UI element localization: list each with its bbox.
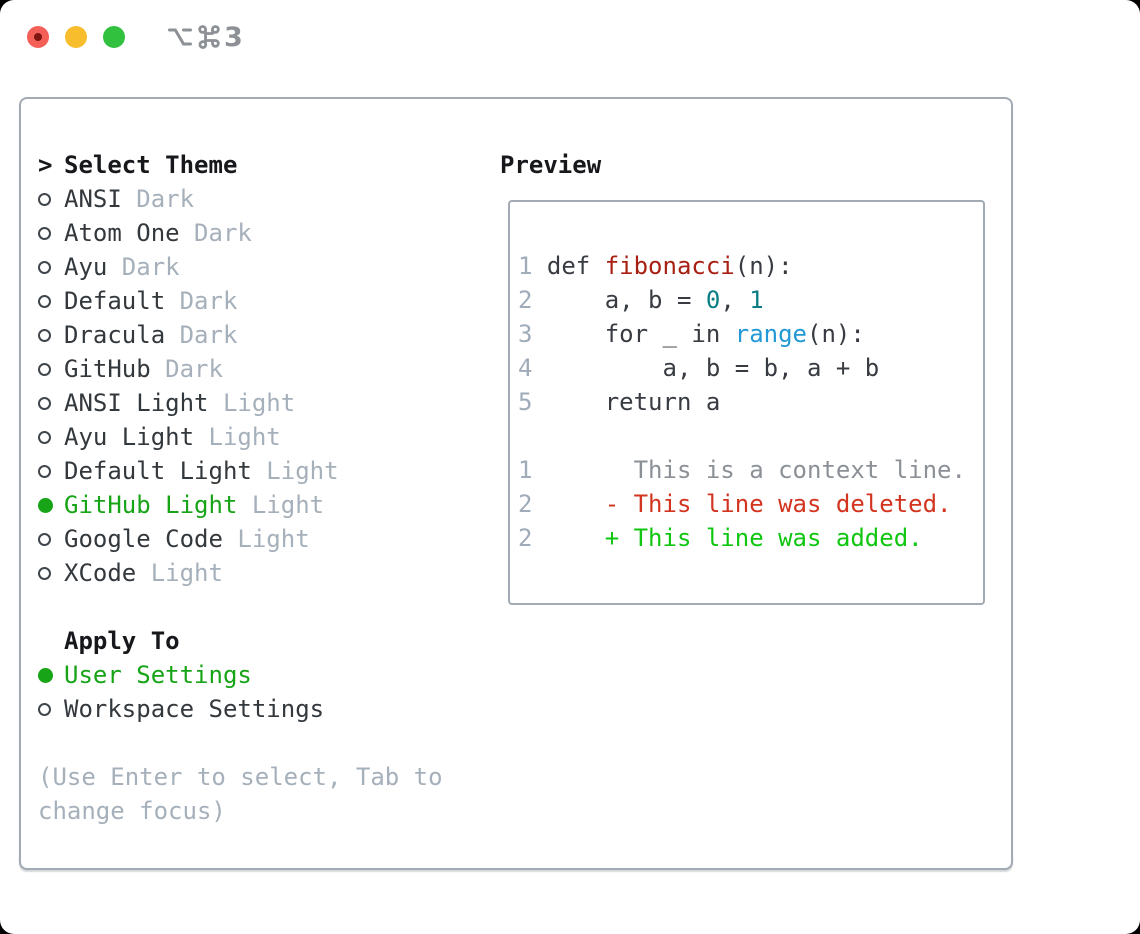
modified-dot-icon bbox=[34, 33, 42, 41]
theme-option[interactable]: Google Code Light bbox=[38, 522, 470, 556]
code-line: 5 return a bbox=[518, 388, 721, 416]
window-title-shortcut: 3 bbox=[166, 21, 243, 53]
radio-circle-icon bbox=[38, 352, 64, 386]
option-variant: Dark bbox=[107, 253, 180, 281]
radio-circle-icon bbox=[38, 216, 64, 250]
radio-circle-icon bbox=[38, 522, 64, 556]
option-label: ANSI bbox=[64, 185, 122, 213]
theme-option[interactable]: GitHub Dark bbox=[38, 352, 470, 386]
option-variant: Dark bbox=[121, 185, 195, 213]
theme-option[interactable]: Ayu Dark bbox=[38, 250, 470, 284]
theme-option[interactable]: GitHub Light Light bbox=[38, 488, 470, 522]
code-line: 2 + This line was added. bbox=[518, 524, 923, 552]
radio-circle-icon bbox=[38, 284, 64, 318]
zoom-button[interactable] bbox=[103, 26, 125, 48]
shortcut-number: 3 bbox=[224, 21, 243, 53]
code-line: 1 This is a context line. bbox=[518, 456, 966, 484]
preview-pane: 1 def fibonacci(n): 2 a, b = 0, 1 3 for _ … bbox=[508, 200, 985, 605]
theme-option[interactable]: ANSI Light Light bbox=[38, 386, 470, 420]
option-variant: Dark bbox=[165, 321, 238, 349]
option-variant: Light bbox=[222, 525, 310, 553]
apply-to-title: Apply To bbox=[64, 627, 180, 655]
select-theme-title: Select Theme bbox=[64, 151, 238, 179]
apply-to-header: Apply To bbox=[38, 624, 470, 658]
theme-option[interactable]: Dracula Dark bbox=[38, 318, 470, 352]
option-key-icon bbox=[166, 23, 194, 51]
theme-option[interactable]: XCode Light bbox=[38, 556, 470, 590]
radio-circle-icon bbox=[38, 250, 64, 284]
option-variant: Light bbox=[208, 389, 296, 417]
apply-option[interactable]: User Settings bbox=[38, 658, 470, 692]
option-label: GitHub bbox=[64, 355, 151, 383]
section-gap bbox=[38, 590, 470, 624]
option-label: ANSI Light bbox=[64, 389, 209, 417]
command-key-icon bbox=[195, 23, 223, 51]
option-label: XCode bbox=[64, 559, 137, 587]
radio-circle-icon bbox=[38, 318, 64, 352]
option-label: Ayu bbox=[64, 253, 108, 281]
code-line: 3 for _ in range(n): bbox=[518, 320, 865, 348]
keyboard-hint: (Use Enter to select, Tab to change focu… bbox=[38, 763, 443, 825]
option-label: Workspace Settings bbox=[64, 695, 325, 723]
radio-selected-icon bbox=[38, 658, 64, 692]
option-label: GitHub Light bbox=[64, 491, 238, 519]
option-label: Default bbox=[64, 287, 166, 315]
option-variant: Light bbox=[136, 559, 223, 587]
option-label: Ayu Light bbox=[64, 423, 195, 451]
radio-circle-icon bbox=[38, 420, 64, 454]
option-variant: Dark bbox=[165, 287, 238, 315]
code-line: 1 def fibonacci(n): bbox=[518, 252, 793, 280]
prompt-caret: > bbox=[38, 151, 53, 179]
code-line bbox=[518, 419, 983, 453]
select-theme-header: > Select Theme bbox=[38, 148, 470, 182]
radio-circle-icon bbox=[38, 454, 64, 488]
radio-circle-icon bbox=[38, 692, 64, 726]
code-line: 2 a, b = 0, 1 bbox=[518, 286, 764, 314]
theme-option[interactable]: Default Dark bbox=[38, 284, 470, 318]
option-label: Atom One bbox=[64, 219, 180, 247]
theme-option[interactable]: ANSI Dark bbox=[38, 182, 470, 216]
radio-circle-icon bbox=[38, 386, 64, 420]
section-gap bbox=[38, 726, 470, 760]
option-variant: Light bbox=[194, 423, 281, 451]
radio-selected-icon bbox=[38, 488, 64, 522]
option-variant: Light bbox=[251, 457, 339, 485]
close-button[interactable] bbox=[27, 26, 49, 48]
option-label: Google Code bbox=[64, 525, 223, 553]
traffic-lights bbox=[27, 26, 125, 48]
code-line: 4 a, b = b, a + b bbox=[518, 354, 880, 382]
option-variant: Dark bbox=[179, 219, 252, 247]
theme-option[interactable]: Ayu Light Light bbox=[38, 420, 470, 454]
option-variant: Light bbox=[237, 491, 325, 519]
preview-header: Preview bbox=[500, 151, 602, 179]
radio-circle-icon bbox=[38, 182, 64, 216]
minimize-button[interactable] bbox=[65, 26, 87, 48]
option-label: Default Light bbox=[64, 457, 252, 485]
theme-option[interactable]: Atom One Dark bbox=[38, 216, 470, 250]
code-line: 2 - This line was deleted. bbox=[518, 490, 952, 518]
option-label: Dracula bbox=[64, 321, 166, 349]
theme-option[interactable]: Default Light Light bbox=[38, 454, 470, 488]
radio-circle-icon bbox=[38, 556, 64, 590]
option-variant: Dark bbox=[150, 355, 223, 383]
option-label: User Settings bbox=[64, 661, 252, 689]
apply-option[interactable]: Workspace Settings bbox=[38, 692, 470, 726]
